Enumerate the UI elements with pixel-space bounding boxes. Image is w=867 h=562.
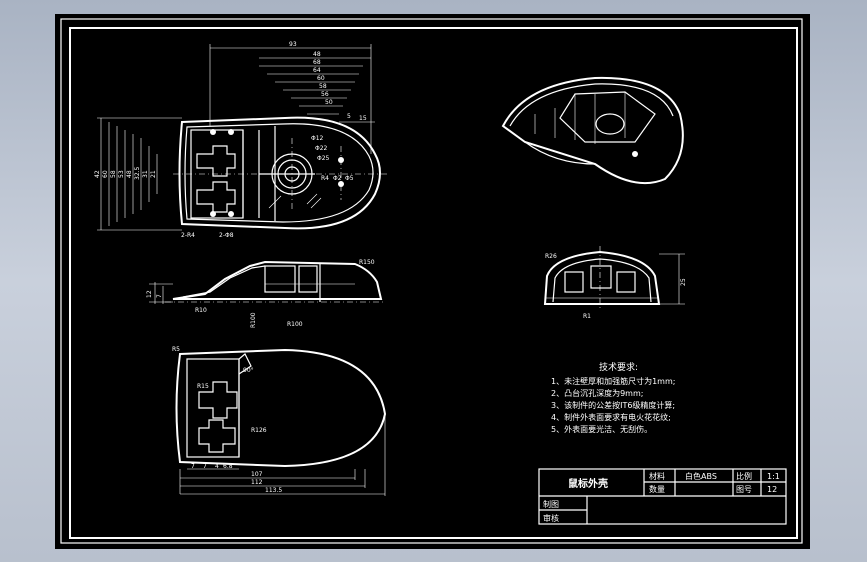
dim-label: 25 <box>680 278 687 286</box>
note-item: 5、外表面要光洁、无刮伤。 <box>551 424 652 434</box>
dim-label: 113.5 <box>265 487 282 494</box>
dim-label: 50 <box>325 99 333 106</box>
dim-label: Φ12 <box>311 135 324 142</box>
side-view <box>149 260 385 304</box>
drawing-no-value: 12 <box>767 485 777 494</box>
technical-notes: 技术要求: 1、未注壁厚和加强筋尺寸为1mm; 2、凸台沉孔深度为9mm; 3、… <box>551 361 675 434</box>
dim-label: 2-Φ8 <box>219 232 234 239</box>
top-view <box>173 116 387 230</box>
dim-label: R100 <box>287 321 303 328</box>
top-dim-labels: 93 48 68 64 60 58 56 50 5 15 <box>289 41 367 122</box>
dim-label: R5 <box>172 346 180 353</box>
dim-label: 58 <box>319 83 327 90</box>
dim-label: 112 <box>251 479 263 486</box>
scale-value: 1:1 <box>767 472 780 481</box>
dim-label: R26 <box>545 253 557 260</box>
note-item: 2、凸台沉孔深度为9mm; <box>551 388 643 398</box>
checked-label: 审核 <box>543 513 559 523</box>
dim-label: 60 <box>317 75 325 82</box>
dim-label: 107 <box>251 471 263 478</box>
title-block: 鼠标外壳 材料 白色ABS 比例 1:1 数量 图号 12 制图 审核 <box>538 468 787 525</box>
dim-label: 4 <box>215 463 219 470</box>
dim-label: R126 <box>251 427 267 434</box>
dim-label: 7 <box>156 294 163 298</box>
dim-label: 56 <box>321 91 329 98</box>
drawing-canvas: 93 48 68 64 60 58 56 50 5 15 <box>60 18 803 544</box>
dim-label: 42 <box>94 170 101 178</box>
drawing-no-label: 图号 <box>736 485 752 494</box>
dim-label: 48 <box>313 51 321 58</box>
dim-label: R100 <box>250 312 257 328</box>
drawn-label: 制图 <box>543 499 559 509</box>
material-label: 材料 <box>649 471 665 481</box>
outer-border <box>60 18 803 544</box>
dim-label: 60 <box>102 170 109 178</box>
dim-label: 21 <box>150 170 157 178</box>
left-dim-labels: 42 60 58 53 48 32.5 31 21 <box>94 166 157 180</box>
top-view-dims <box>209 44 375 154</box>
isometric-view <box>501 76 684 185</box>
material-value: 白色ABS <box>685 471 717 481</box>
dim-label: 53 <box>118 170 125 178</box>
dim-label: 68 <box>313 59 321 66</box>
dim-label: 64 <box>313 67 321 74</box>
dim-label: R15 <box>197 383 209 390</box>
dim-label: 58 <box>110 170 117 178</box>
dim-label: 31 <box>142 170 149 178</box>
bottom-view <box>175 348 387 496</box>
dim-label: 7 <box>191 463 195 470</box>
left-view-dims <box>97 117 182 231</box>
front-view <box>543 246 685 310</box>
dim-label: 6.8 <box>223 463 233 470</box>
dim-label: Φ2 <box>333 175 342 182</box>
dim-label: Φ25 <box>317 155 330 162</box>
drawing-sheet: 93 48 68 64 60 58 56 50 5 15 <box>55 14 810 549</box>
dim-label: Φ22 <box>315 145 328 152</box>
dim-label: 48 <box>126 170 133 178</box>
dim-label: 12 <box>146 290 153 298</box>
bottom-view-labels: R5 R15 R126 90° 7 7 4 6.8 107 112 113.5 <box>172 346 282 494</box>
side-view-labels: R150 R10 R100 R100 12 7 <box>146 259 375 328</box>
note-item: 3、该制件的公差按IT6级精度计算; <box>551 400 675 410</box>
dim-label: Φ5 <box>345 175 354 182</box>
dim-label: 5 <box>347 113 351 120</box>
dim-label: R1 <box>583 313 591 320</box>
dim-label: R150 <box>359 259 375 266</box>
dim-label: 90° <box>243 367 254 374</box>
quantity-label: 数量 <box>649 484 665 494</box>
dim-label: 32.5 <box>134 166 141 180</box>
front-view-labels: R26 R1 25 <box>545 253 687 320</box>
notes-title: 技术要求: <box>599 361 638 373</box>
dim-label: 2-R4 <box>181 232 195 239</box>
inner-border <box>69 27 798 539</box>
part-name: 鼠标外壳 <box>568 477 608 490</box>
dim-label: R10 <box>195 307 207 314</box>
dim-label: R4 <box>321 175 329 182</box>
note-item: 1、未注壁厚和加强筋尺寸为1mm; <box>551 376 675 386</box>
dim-label: 7 <box>203 463 207 470</box>
note-item: 4、制件外表面要求有电火花花纹; <box>551 412 671 422</box>
dim-label: 93 <box>289 41 297 48</box>
dim-label: 15 <box>359 115 367 122</box>
circle-callouts: Φ12 Φ22 Φ25 R4 Φ2 Φ5 2-R4 2-Φ8 <box>181 135 354 239</box>
scale-label: 比例 <box>736 471 752 481</box>
